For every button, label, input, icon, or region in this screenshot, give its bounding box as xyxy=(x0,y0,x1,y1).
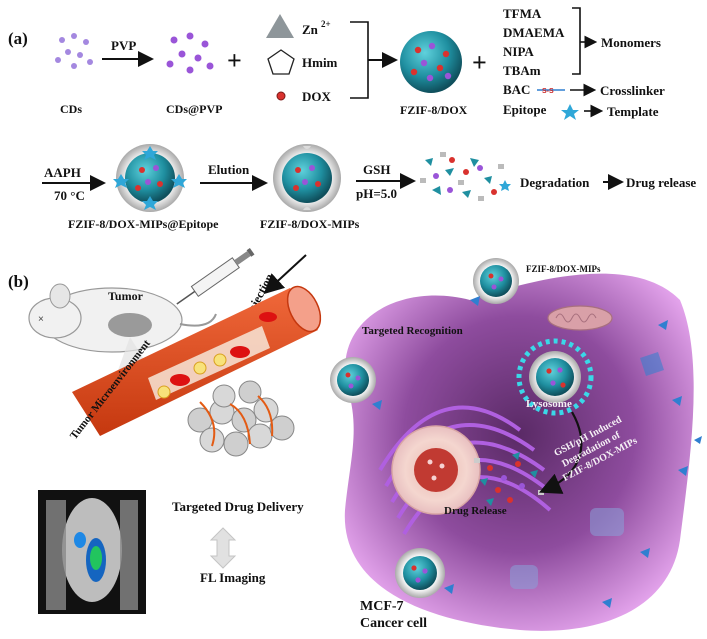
panel-b-label: (b) xyxy=(8,272,29,291)
cancer-cell-label: Cancer cell xyxy=(360,616,427,631)
epitope-label: Epitope xyxy=(503,102,547,117)
zn-triangle-icon xyxy=(266,14,294,38)
double-arrow-icon xyxy=(209,527,237,569)
degradation-fragments xyxy=(420,152,511,201)
pvp-label: PVP xyxy=(111,38,136,53)
bac-label: BAC xyxy=(503,82,530,97)
fzif-mips-particle xyxy=(273,144,341,212)
degradation-label: Degradation xyxy=(520,175,590,190)
tumor-tissue-cluster xyxy=(187,380,295,457)
monomers-label: Monomers xyxy=(601,35,661,50)
mcf7-label: MCF-7 xyxy=(360,599,404,614)
syringe-icon xyxy=(176,247,255,305)
drug-release-cell-label: Drug Release xyxy=(444,505,507,517)
tumor-mass xyxy=(108,313,152,337)
cds-dots xyxy=(55,33,93,69)
zn-label: Zn xyxy=(302,22,319,37)
gsh-label: GSH xyxy=(363,162,390,177)
monomer-dmaema: DMAEMA xyxy=(503,25,565,40)
hmim-ring-icon xyxy=(267,49,295,75)
ss-bond-label: S-S xyxy=(542,88,554,95)
zn-charge: 2+ xyxy=(321,19,331,29)
lysosome-label: Lysosome xyxy=(526,398,572,410)
nucleolus xyxy=(414,448,458,492)
plus-sign-1: + xyxy=(227,46,242,75)
epitope-star-icon xyxy=(561,104,579,120)
mouse-eye-icon: × xyxy=(38,314,44,325)
fl-imaging-label: FL Imaging xyxy=(200,570,266,585)
crosslinker-label: Crosslinker xyxy=(600,83,665,98)
monomer-bracket xyxy=(572,7,581,75)
monomer-list: TFMA DMAEMA NIPA TBAm xyxy=(503,6,565,78)
targeted-delivery-label: Targeted Drug Delivery xyxy=(172,499,304,514)
elution-label: Elution xyxy=(208,162,250,177)
tumor-label: Tumor xyxy=(108,289,144,303)
mip-particle-left xyxy=(330,357,376,403)
mip-top-label: FZIF-8/DOX-MIPs xyxy=(526,264,601,274)
degradation-curve-arrow xyxy=(538,411,583,494)
fzif-mips-label: FZIF-8/DOX-MIPs xyxy=(260,217,360,231)
cancer-cell xyxy=(344,273,694,631)
injection-arrow xyxy=(263,254,307,295)
panel-a-label: (a) xyxy=(8,29,28,48)
ph-label: pH=5.0 xyxy=(356,186,397,201)
drug-release-label: Drug release xyxy=(626,175,696,190)
plus-sign-2: + xyxy=(472,48,487,77)
released-drug-cloud xyxy=(474,452,544,506)
fzif-dox-label: FZIF-8/DOX xyxy=(400,103,468,117)
mip-epitope-label: FZIF-8/DOX-MIPs@Epitope xyxy=(68,217,219,231)
aaph-label: AAPH xyxy=(44,165,81,180)
mouse-illustration: × xyxy=(28,283,217,353)
cds-pvp-dots xyxy=(166,32,214,74)
cds-pvp-label: CDs@PVP xyxy=(166,102,223,116)
blood-vessel xyxy=(72,285,322,436)
protein-structure-icons xyxy=(510,352,664,589)
monomer-nipa: NIPA xyxy=(503,44,534,59)
fzif-dox-particle xyxy=(400,31,462,93)
mip-particle-top xyxy=(473,258,519,304)
cds-label: CDs xyxy=(60,102,82,116)
fl-imaging-photo xyxy=(38,490,146,614)
monomer-tbam: TBAm xyxy=(503,63,541,78)
monomer-tfma: TFMA xyxy=(503,6,542,21)
dox-label: DOX xyxy=(302,89,332,104)
mip-particle-bottom xyxy=(395,548,445,598)
lysosome xyxy=(516,338,594,416)
reagent-bracket xyxy=(350,21,369,99)
mip-epitope-particle xyxy=(113,144,187,212)
receptor-markers xyxy=(372,296,702,608)
red-blood-cell xyxy=(170,374,190,386)
dox-dot-icon xyxy=(276,91,286,101)
template-label: Template xyxy=(607,104,659,119)
hmim-label: Hmim xyxy=(302,55,338,70)
temperature-label: 70 °C xyxy=(54,188,85,203)
targeted-recognition-label: Targeted Recognition xyxy=(362,325,463,337)
